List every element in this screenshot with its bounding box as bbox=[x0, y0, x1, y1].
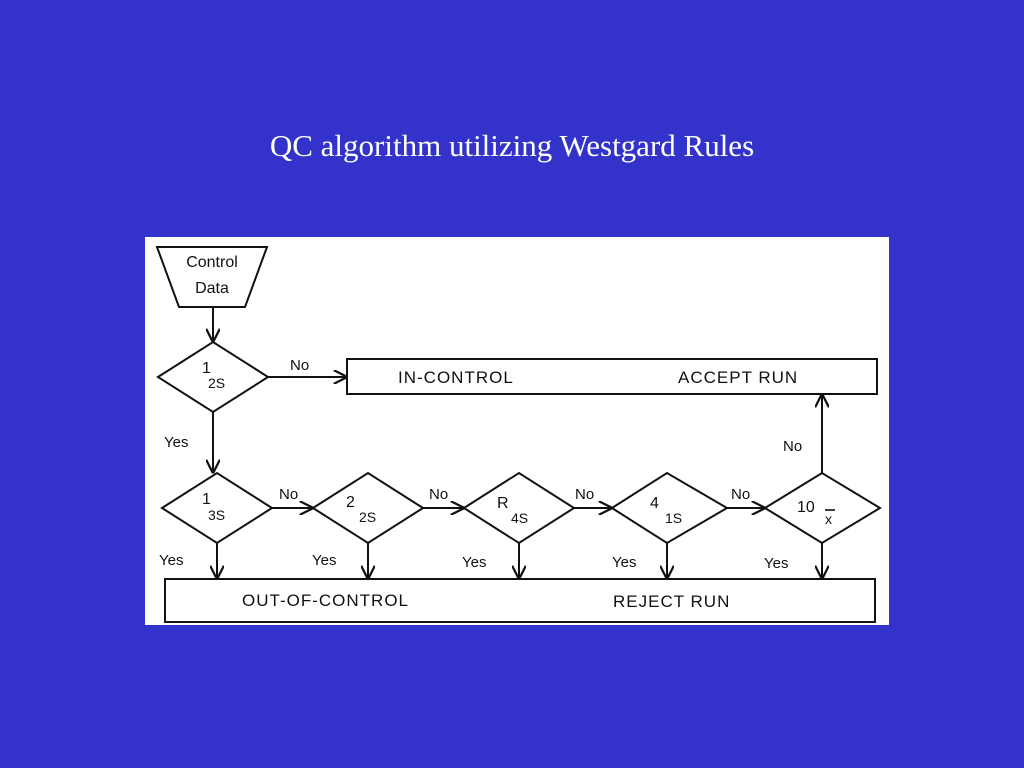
rule-4-1s-diamond bbox=[610, 471, 729, 545]
yes-label-r-4s: Yes bbox=[462, 554, 486, 571]
no-label-10-x: No bbox=[783, 438, 802, 455]
rule-2-2s-diamond bbox=[311, 471, 425, 545]
accept-run-label: ACCEPT RUN bbox=[678, 368, 798, 387]
rule-10-x-sub: x bbox=[825, 511, 832, 527]
rule-1-3s-sub: 3S bbox=[208, 507, 225, 523]
out-of-control-label: OUT-OF-CONTROL bbox=[242, 591, 409, 610]
yes-label-10-x: Yes bbox=[764, 555, 788, 572]
no-label-r-4s: No bbox=[575, 486, 594, 503]
rule-r-4s-sub: 4S bbox=[511, 510, 528, 526]
rule-10-x-main: 10 bbox=[797, 499, 815, 516]
no-label-4-1s: No bbox=[731, 486, 750, 503]
flowchart-panel: Control Data 1 2S 1 3S 2 2S R 4S 4 1S 10… bbox=[145, 237, 889, 625]
yes-label-4-1s: Yes bbox=[612, 554, 636, 571]
rule-10-x-diamond bbox=[763, 471, 882, 545]
no-label-1-2s: No bbox=[290, 357, 309, 374]
rule-r-4s-diamond bbox=[462, 471, 576, 545]
rule-1-2s-sub: 2S bbox=[208, 375, 225, 391]
rule-4-1s-main: 4 bbox=[650, 495, 659, 512]
rule-1-2s-main: 1 bbox=[202, 360, 211, 377]
flowchart-diagram: Control Data 1 2S 1 3S 2 2S R 4S 4 1S 10… bbox=[155, 246, 882, 623]
rule-4-1s-sub: 1S bbox=[665, 510, 682, 526]
rule-2-2s-sub: 2S bbox=[359, 509, 376, 525]
slide-title: QC algorithm utilizing Westgard Rules bbox=[269, 128, 755, 163]
yes-label-1-2s: Yes bbox=[164, 434, 188, 451]
control-data-line1: Control bbox=[186, 254, 238, 271]
in-control-label: IN-CONTROL bbox=[398, 368, 514, 387]
yes-label-2-2s: Yes bbox=[312, 552, 336, 569]
control-data-line2: Data bbox=[195, 280, 229, 297]
rule-2-2s-main: 2 bbox=[346, 494, 355, 511]
rule-r-4s-main: R bbox=[497, 495, 509, 512]
yes-label-1-3s: Yes bbox=[159, 552, 183, 569]
control-data-start-shape bbox=[155, 246, 269, 308]
reject-run-label: REJECT RUN bbox=[613, 592, 730, 611]
no-label-2-2s: No bbox=[429, 486, 448, 503]
no-label-1-3s: No bbox=[279, 486, 298, 503]
rule-1-3s-main: 1 bbox=[202, 491, 211, 508]
